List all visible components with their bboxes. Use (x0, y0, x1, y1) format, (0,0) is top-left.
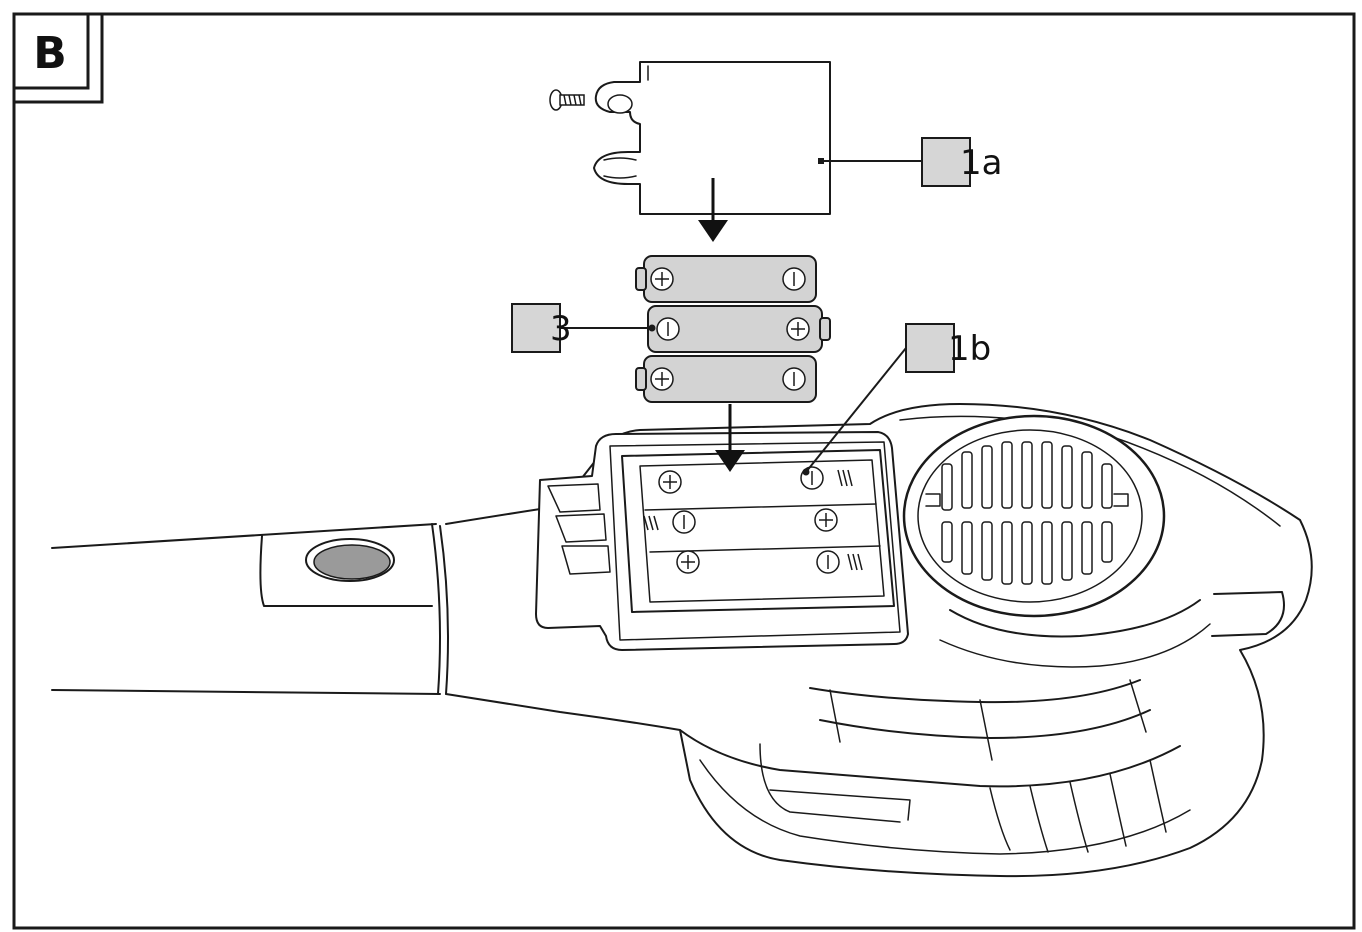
compartment-polarity-marks (658, 466, 840, 574)
figure-frame (12, 12, 1356, 930)
arrow-down-icon (715, 404, 745, 472)
batteries (635, 255, 831, 403)
battery (647, 305, 831, 353)
callout-1b: 1b (802, 323, 991, 476)
spring-contacts (643, 469, 863, 571)
device-body (51, 403, 1313, 878)
air-vent-grille (902, 414, 1166, 618)
panel-letter: B (33, 28, 67, 79)
callout-3: 3 (511, 303, 656, 353)
callout-1b-label: 1b (948, 329, 991, 369)
callout-1a-label: 1a (960, 143, 1002, 183)
panel-label: B (12, 12, 104, 104)
battery-cover (593, 61, 831, 215)
arrow-down-icon (698, 178, 728, 242)
battery (635, 355, 817, 403)
callout-1a: 1a (824, 137, 1002, 187)
battery-compartment (535, 431, 909, 651)
screw (549, 89, 585, 111)
battery (635, 255, 817, 303)
callout-3-label: 3 (550, 309, 572, 349)
